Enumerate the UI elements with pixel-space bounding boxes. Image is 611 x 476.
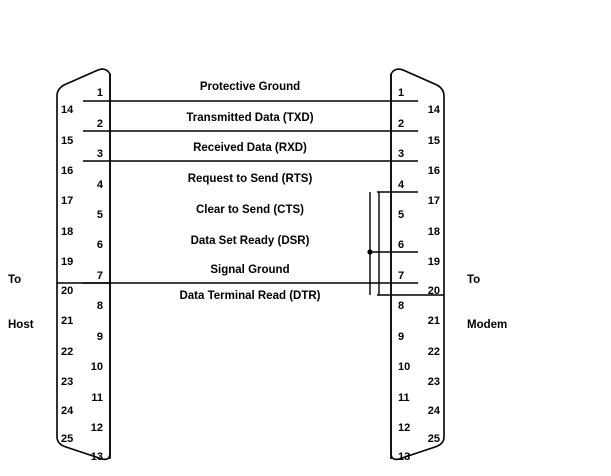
host-pin-22: 22 — [61, 346, 73, 358]
host-outer-pin-numbers: 14 15 16 17 18 19 20 21 22 23 24 25 — [61, 104, 74, 445]
modem-pin-4: 4 — [398, 179, 405, 191]
host-pin-21: 21 — [61, 315, 73, 327]
host-pin-3: 3 — [97, 148, 103, 160]
modem-pin-10: 10 — [398, 361, 410, 373]
modem-pin-16: 16 — [428, 165, 440, 177]
signal-label-txd: Transmitted Data (TXD) — [186, 112, 313, 124]
modem-connector — [390, 68, 445, 461]
host-pin-12: 12 — [91, 422, 103, 434]
modem-pin-9: 9 — [398, 331, 404, 343]
modem-pin-22: 22 — [428, 346, 440, 358]
host-pin-8: 8 — [97, 300, 103, 312]
host-pin-15: 15 — [61, 135, 73, 147]
modem-pin-1: 1 — [398, 87, 404, 99]
host-pin-24: 24 — [61, 405, 74, 417]
signal-label-protective-ground: Protective Ground — [200, 81, 300, 93]
signal-label-cts: Clear to Send (CTS) — [196, 204, 304, 216]
host-pin-23: 23 — [61, 376, 73, 388]
host-pin-6: 6 — [97, 239, 103, 251]
modem-pin-11: 11 — [398, 392, 410, 404]
modem-pin-20: 20 — [428, 285, 440, 297]
signal-label-dsr: Data Set Ready (DSR) — [191, 235, 310, 247]
modem-pin-23: 23 — [428, 376, 440, 388]
modem-pin-24: 24 — [428, 405, 441, 417]
signal-lines — [57, 100, 391, 284]
host-connector — [56, 68, 111, 461]
signal-label-dtr: Data Terminal Read (DTR) — [179, 290, 320, 302]
modem-pin-19: 19 — [428, 256, 440, 268]
modem-pin-15: 15 — [428, 135, 440, 147]
modem-pin-21: 21 — [428, 315, 440, 327]
host-pin-14: 14 — [61, 104, 74, 116]
modem-pin-13: 13 — [398, 451, 410, 463]
modem-inner-pin-numbers: 1 2 3 4 5 6 7 8 9 10 11 12 13 — [398, 87, 410, 463]
host-pin-10: 10 — [91, 361, 103, 373]
modem-outer-pin-numbers: 14 15 16 17 18 19 20 21 22 23 24 25 — [428, 104, 441, 445]
signal-label-rxd: Received Data (RXD) — [193, 142, 307, 154]
host-pin-19: 19 — [61, 256, 73, 268]
host-pin-18: 18 — [61, 226, 73, 238]
host-pin-25: 25 — [61, 433, 73, 445]
host-pin-7: 7 — [97, 270, 103, 282]
modem-pin-3: 3 — [398, 148, 404, 160]
jumper-junction-dot — [367, 249, 373, 255]
modem-endpoint-label-line1: To — [467, 274, 481, 286]
signal-label-rts: Request to Send (RTS) — [188, 173, 313, 185]
host-pin-20: 20 — [61, 285, 73, 297]
modem-pin-17: 17 — [428, 195, 440, 207]
host-pin-9: 9 — [97, 331, 103, 343]
modem-pin-5: 5 — [398, 209, 404, 221]
host-pin-underlines — [83, 100, 110, 284]
modem-pin-underlines — [368, 100, 444, 296]
host-pin-11: 11 — [91, 392, 103, 404]
host-pin-1: 1 — [97, 87, 103, 99]
signal-label-signal-ground: Signal Ground — [210, 264, 289, 276]
modem-pin-7: 7 — [398, 270, 404, 282]
host-inner-pin-numbers: 1 2 3 4 5 6 7 8 9 10 11 12 13 — [91, 87, 104, 463]
modem-pin-12: 12 — [398, 422, 410, 434]
modem-pin-18: 18 — [428, 226, 440, 238]
modem-endpoint-label-line2: Modem — [467, 319, 508, 331]
modem-pin-8: 8 — [398, 300, 404, 312]
modem-pin-6: 6 — [398, 239, 404, 251]
host-endpoint-label-line2: Host — [8, 319, 34, 331]
modem-connector-outline — [390, 68, 445, 461]
host-pin-16: 16 — [61, 165, 73, 177]
host-pin-13: 13 — [91, 451, 103, 463]
host-pin-5: 5 — [97, 209, 103, 221]
host-endpoint-label-line1: To — [8, 274, 22, 286]
modem-pin-25: 25 — [428, 433, 440, 445]
modem-pin-2: 2 — [398, 118, 404, 130]
modem-endpoint-label: To Modem — [467, 243, 507, 363]
host-endpoint-label: To Host — [8, 243, 34, 363]
signal-labels: Protective Ground Transmitted Data (TXD)… — [179, 81, 320, 302]
host-pin-4: 4 — [97, 179, 104, 191]
modem-side-jumper — [367, 192, 380, 295]
host-pin-2: 2 — [97, 118, 103, 130]
host-pin-17: 17 — [61, 195, 73, 207]
modem-pin-14: 14 — [428, 104, 441, 116]
